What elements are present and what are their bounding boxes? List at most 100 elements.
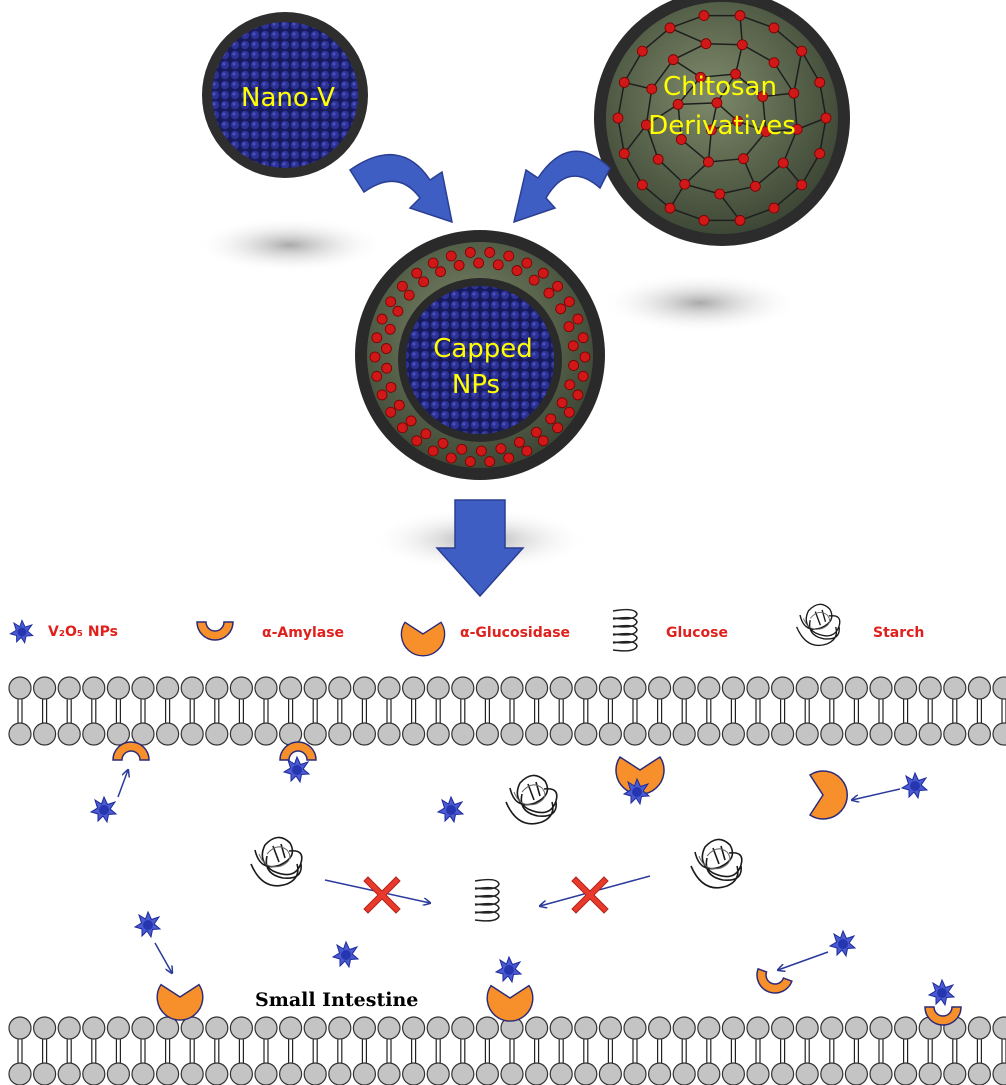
lipid-head — [918, 722, 942, 746]
capping-bead — [464, 456, 476, 467]
chitosan-bond — [735, 73, 764, 98]
chitosan-node — [788, 87, 800, 99]
chitosan-bond — [680, 138, 709, 163]
lipid-head — [451, 1062, 475, 1085]
lipid-head — [524, 1016, 549, 1040]
lipid-head — [131, 676, 155, 700]
chitosan-node — [768, 57, 780, 69]
capping-bead — [411, 435, 423, 447]
chitosan-node — [714, 188, 726, 200]
lipid-head — [844, 1016, 869, 1040]
lipid-head — [229, 676, 253, 700]
capping-bead — [543, 287, 555, 299]
lipid-head — [303, 676, 327, 700]
chitosan-node — [814, 77, 826, 88]
lipid-head — [352, 1016, 376, 1040]
chitosan-node — [652, 153, 664, 165]
glucosidase-bound — [486, 984, 534, 1022]
lipid-head — [721, 676, 746, 700]
starch-molecule — [250, 836, 303, 887]
lipid-head — [352, 676, 376, 700]
capping-bead — [484, 456, 496, 467]
chitosan-node — [732, 115, 744, 127]
down-arrow — [435, 499, 525, 598]
lipid-head — [524, 676, 549, 700]
chitosan-bond — [684, 183, 720, 195]
chitosan-bond — [645, 88, 653, 126]
capped-red-beads — [369, 247, 591, 467]
chitosan-bond — [651, 59, 674, 90]
capping-bead — [572, 389, 584, 401]
chitosan-bond — [672, 43, 707, 61]
chitosan-node — [814, 148, 826, 159]
lipid-head — [8, 1016, 32, 1040]
membrane-bottom — [8, 1016, 1006, 1085]
lipid-head — [205, 1062, 229, 1085]
arrow-nano-v-to-capped — [348, 153, 453, 224]
lipid-head — [57, 676, 81, 700]
lipid-head — [8, 676, 32, 700]
lipid-head — [623, 1062, 647, 1085]
membrane-top — [8, 676, 1006, 746]
lipid-head — [869, 676, 893, 700]
chitosan-bond — [793, 51, 803, 94]
chitosan-node — [796, 45, 808, 57]
lipid-head — [106, 722, 131, 746]
lipid-head — [328, 1062, 352, 1085]
v2o5-np — [332, 941, 359, 968]
capping-bead — [405, 415, 417, 427]
lipid-head — [672, 722, 696, 746]
binding-arrow — [154, 942, 172, 973]
legend-glucosidase-icon — [400, 621, 446, 657]
capping-bead — [385, 381, 397, 393]
capping-bead — [475, 445, 487, 457]
chitosan-node — [618, 77, 630, 88]
lipid-head — [106, 1016, 131, 1040]
v2o5-np — [901, 772, 928, 799]
chitosan-node — [700, 38, 712, 50]
lipid-head — [82, 722, 106, 746]
capping-bead — [568, 360, 580, 371]
chitosan-bond — [754, 162, 784, 187]
lipid-head — [770, 722, 795, 746]
lipid-head — [549, 1016, 573, 1040]
capping-bead — [445, 452, 457, 464]
lipid-head — [721, 1016, 746, 1040]
chitosan-node — [667, 54, 679, 66]
chitosan-bond — [617, 117, 626, 154]
chitosan-node — [777, 157, 789, 169]
chitosan-node — [698, 10, 710, 21]
chitosan-node — [791, 123, 803, 135]
capping-bead — [484, 247, 496, 258]
capping-bead — [392, 305, 404, 317]
chitosan-bond — [773, 62, 795, 94]
chitosan-node — [730, 68, 741, 80]
lipid-head — [8, 722, 32, 746]
lipid-head — [967, 722, 992, 746]
capping-bead — [371, 370, 383, 382]
chitosan-bond — [716, 73, 737, 104]
lipid-head — [57, 1062, 81, 1085]
lipid-head — [451, 722, 475, 746]
capping-bead — [385, 406, 397, 418]
lipid-head — [156, 676, 180, 700]
lipid-head — [303, 722, 327, 746]
capping-bead — [453, 259, 465, 271]
lipid-head — [746, 676, 770, 700]
lipid-head — [647, 676, 672, 700]
chitosan-node — [698, 215, 710, 226]
lipid-head — [574, 676, 598, 700]
chitosan-bond — [773, 184, 803, 209]
v2o5-np — [134, 911, 161, 938]
chitosan-node — [738, 153, 749, 165]
capping-bead — [420, 428, 432, 440]
starch-molecule — [505, 774, 558, 825]
capping-bead — [380, 343, 392, 354]
chitosan-bond — [741, 44, 775, 64]
chitosan-bond — [669, 207, 705, 222]
capping-bead — [376, 313, 388, 325]
lipid-head — [918, 1062, 942, 1085]
capped-label-line2: NPs — [452, 370, 500, 400]
lipid-head — [131, 1016, 155, 1040]
